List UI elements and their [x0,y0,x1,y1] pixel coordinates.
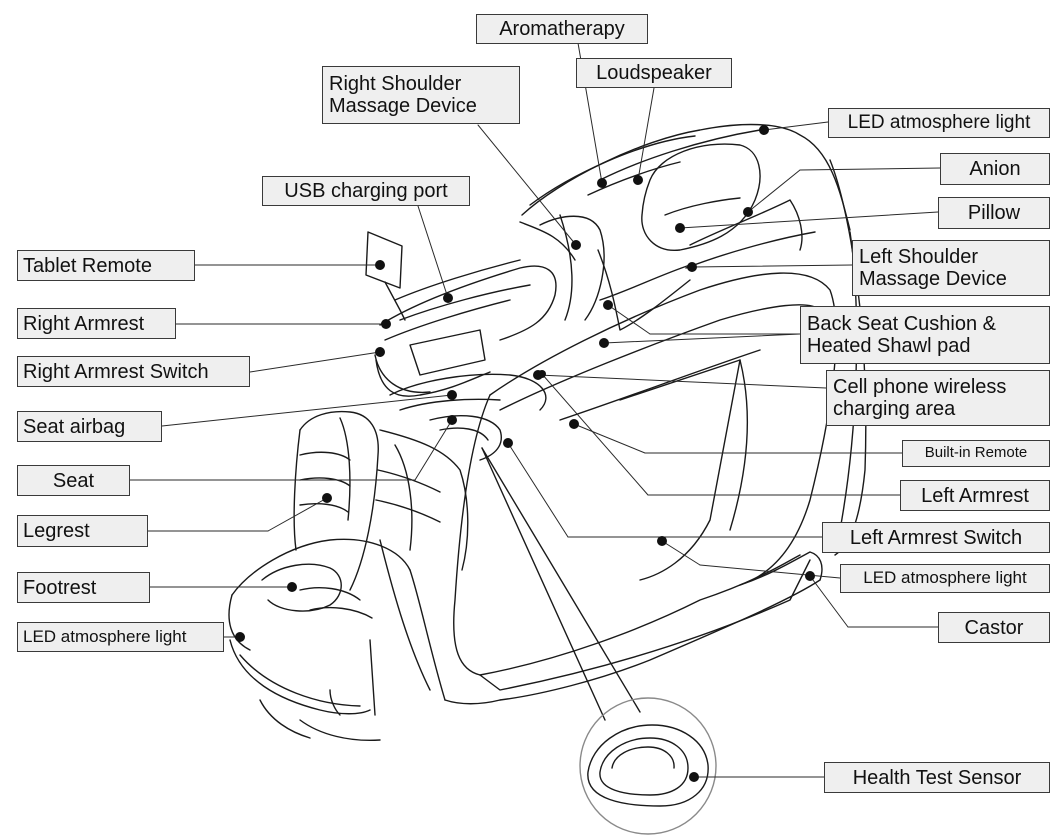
label-right-armrest-text: Right Armrest [23,313,144,335]
label-right-armrest-switch-text: Right Armrest Switch [23,361,209,383]
label-footrest-text: Footrest [23,577,96,599]
label-cell-phone-line2: charging area [833,398,955,420]
label-cell-phone-wireless-charging: Cell phone wireless charging area [826,370,1050,426]
label-right-shoulder-massage-device: Right Shoulder Massage Device [322,66,520,124]
label-right-armrest: Right Armrest [17,308,176,339]
label-castor: Castor [938,612,1050,643]
label-anion: Anion [940,153,1050,185]
label-aromatherapy: Aromatherapy [476,14,648,44]
label-pillow-text: Pillow [968,202,1020,224]
label-left-shoulder-massage-device: Left Shoulder Massage Device [852,240,1050,296]
label-right-shoulder-line1: Right Shoulder [329,73,461,95]
label-seat: Seat [17,465,130,496]
label-led-right-text: LED atmosphere light [863,569,1026,588]
label-left-armrest-switch-text: Left Armrest Switch [850,527,1022,549]
label-tablet-remote: Tablet Remote [17,250,195,281]
label-loudspeaker-text: Loudspeaker [596,62,712,84]
label-castor-text: Castor [965,617,1024,639]
label-seat-text: Seat [53,470,94,492]
label-back-seat-cushion: Back Seat Cushion & Heated Shawl pad [800,306,1050,364]
label-legrest-text: Legrest [23,520,90,542]
label-pillow: Pillow [938,197,1050,229]
label-cell-phone-line1: Cell phone wireless [833,376,1006,398]
label-aromatherapy-text: Aromatherapy [499,18,625,40]
label-seat-airbag-text: Seat airbag [23,416,125,438]
label-left-shoulder-line1: Left Shoulder [859,246,978,268]
label-anion-text: Anion [969,158,1020,180]
label-usb-text: USB charging port [284,180,447,202]
label-led-top-text: LED atmosphere light [848,113,1031,134]
label-loudspeaker: Loudspeaker [576,58,732,88]
chair-outline [229,125,866,834]
label-back-seat-line2: Heated Shawl pad [807,335,970,357]
label-health-sensor-text: Health Test Sensor [853,767,1022,789]
label-usb-charging-port: USB charging port [262,176,470,206]
label-right-armrest-switch: Right Armrest Switch [17,356,250,387]
label-back-seat-line1: Back Seat Cushion & [807,313,996,335]
label-footrest: Footrest [17,572,150,603]
label-health-test-sensor: Health Test Sensor [824,762,1050,793]
label-built-in-remote-text: Built-in Remote [925,445,1028,462]
label-seat-airbag: Seat airbag [17,411,162,442]
label-led-left-text: LED atmosphere light [23,628,186,647]
label-legrest: Legrest [17,515,148,547]
label-led-atmosphere-light-left: LED atmosphere light [17,622,224,652]
label-led-atmosphere-light-top: LED atmosphere light [828,108,1050,138]
label-built-in-remote: Built-in Remote [902,440,1050,467]
label-tablet-remote-text: Tablet Remote [23,255,152,277]
label-left-armrest-text: Left Armrest [921,485,1029,507]
label-left-shoulder-line2: Massage Device [859,268,1007,290]
label-right-shoulder-line2: Massage Device [329,95,477,117]
label-led-atmosphere-light-right: LED atmosphere light [840,564,1050,593]
label-left-armrest-switch: Left Armrest Switch [822,522,1050,553]
label-left-armrest: Left Armrest [900,480,1050,511]
